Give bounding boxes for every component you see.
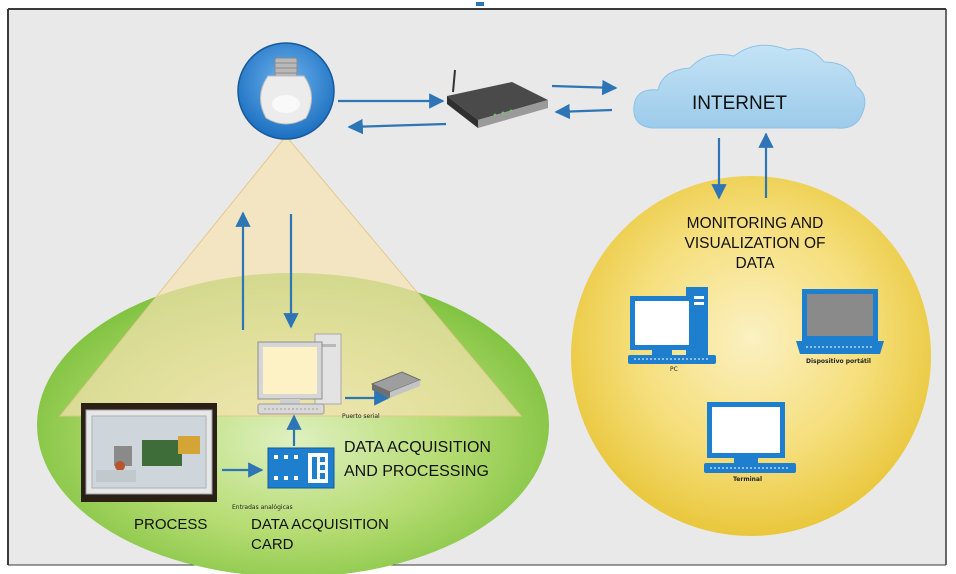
portable-label: Dispositivo portátil: [806, 358, 871, 365]
monitoring-zone: [571, 176, 931, 536]
router-icon: [447, 69, 548, 128]
serial-port-label: Puerto serial: [342, 413, 380, 420]
top-tick-mark: [476, 2, 484, 6]
cloud-icon: [633, 44, 866, 129]
acquisition-label: DATA ACQUISITION AND PROCESSING: [344, 439, 491, 480]
process-label: PROCESS: [134, 516, 208, 533]
laptop-icon: [796, 289, 884, 354]
pc-icon-acquisition: [257, 333, 342, 415]
acquisition-card-icon: [267, 447, 335, 489]
internet-label: INTERNET: [692, 93, 787, 114]
card-label: DATA ACQUISITION CARD: [251, 516, 389, 553]
arrow-router-to-bulb: [347, 118, 447, 135]
terminal-label: Terminal: [733, 476, 763, 483]
arrow-internet-to-router: [554, 103, 613, 120]
pc-icon: [628, 287, 716, 364]
terminal-icon: [704, 402, 796, 473]
lightbulb-icon: [237, 42, 335, 140]
process-enclosure-photo: [81, 403, 217, 502]
analog-inputs-label: Entradas analógicas: [232, 504, 293, 511]
monitoring-label: MONITORING AND VISUALIZATION OF DATA: [684, 215, 826, 272]
arrow-router-to-internet: [551, 79, 618, 96]
pc-label: PC: [670, 366, 678, 373]
